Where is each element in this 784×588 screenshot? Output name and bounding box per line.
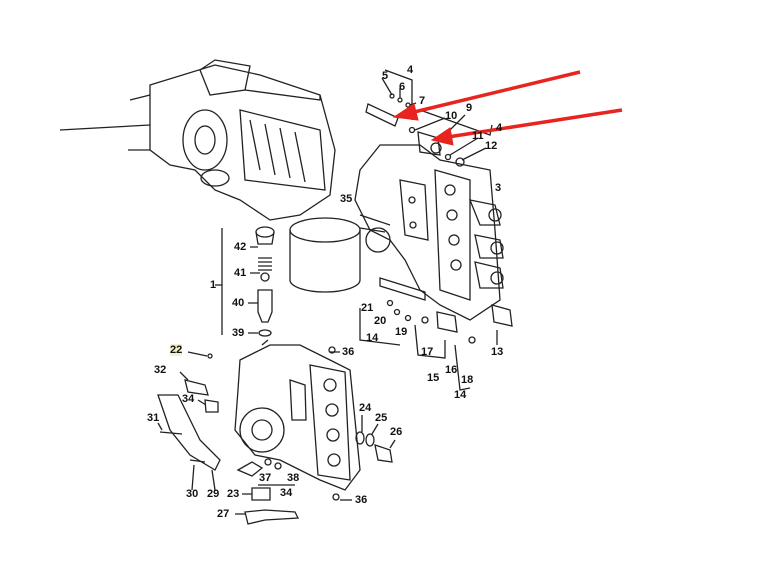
part-label: 19 bbox=[395, 326, 408, 338]
part-label: 4 bbox=[496, 122, 503, 134]
part-label: 34 bbox=[280, 487, 293, 499]
part-label: 23 bbox=[227, 488, 240, 500]
part-label: 26 bbox=[390, 426, 403, 438]
filter-cartridge bbox=[289, 214, 391, 293]
part-label: 29 bbox=[207, 488, 220, 500]
arrow-head-2 bbox=[430, 127, 454, 146]
arrow-to-solenoid-plunger bbox=[409, 70, 581, 115]
part-label: 16 bbox=[445, 364, 458, 376]
tractor-transmission-illustration bbox=[59, 59, 336, 221]
upper-valve-housing bbox=[354, 144, 504, 321]
part-label: 14 bbox=[366, 332, 379, 344]
part-label: 27 bbox=[217, 508, 230, 520]
part-label: 22 bbox=[170, 344, 183, 356]
part-label: 18 bbox=[461, 374, 474, 386]
part-label: 32 bbox=[154, 364, 167, 376]
part-label: 24 bbox=[359, 402, 372, 414]
part-label: 15 bbox=[427, 372, 440, 384]
part-label: 3 bbox=[495, 182, 502, 194]
part-label: 14 bbox=[454, 389, 467, 401]
part-label: 7 bbox=[419, 95, 426, 107]
highlight-arrows bbox=[392, 70, 623, 146]
relief-valve-parts bbox=[215, 226, 275, 337]
part-label: 31 bbox=[147, 412, 160, 424]
part-label: 38 bbox=[287, 472, 300, 484]
part-label: 9 bbox=[466, 102, 473, 114]
lower-pump-housing bbox=[234, 339, 361, 501]
lower-valve-parts bbox=[359, 277, 513, 391]
arrow-head-1 bbox=[392, 103, 419, 121]
part-label: 36 bbox=[342, 346, 355, 358]
arrow-to-solenoid-body bbox=[447, 108, 623, 139]
part-label: 4 bbox=[407, 64, 414, 76]
part-label: 41 bbox=[234, 267, 247, 279]
part-label: 36 bbox=[355, 494, 368, 506]
part-label: 13 bbox=[491, 346, 504, 358]
part-label: 25 bbox=[375, 412, 388, 424]
part-label: 6 bbox=[399, 81, 406, 93]
part-label: 34 bbox=[182, 393, 195, 405]
part-label: 10 bbox=[445, 110, 458, 122]
solenoid-parts bbox=[365, 69, 493, 167]
part-label: 1 bbox=[210, 279, 217, 291]
fitting-parts bbox=[355, 415, 396, 463]
part-label: 17 bbox=[421, 346, 434, 358]
bracket-parts bbox=[157, 351, 300, 525]
part-label: 5 bbox=[382, 70, 389, 82]
part-label: 42 bbox=[234, 241, 247, 253]
part-label: 35 bbox=[340, 193, 353, 205]
part-label: 39 bbox=[232, 327, 245, 339]
part-label: 40 bbox=[232, 297, 245, 309]
part-label: 20 bbox=[374, 315, 387, 327]
part-label: 30 bbox=[186, 488, 199, 500]
part-label: 11 bbox=[472, 130, 484, 142]
part-label: 12 bbox=[485, 140, 498, 152]
part-label: 21 bbox=[361, 302, 374, 314]
part-label: 37 bbox=[259, 472, 272, 484]
